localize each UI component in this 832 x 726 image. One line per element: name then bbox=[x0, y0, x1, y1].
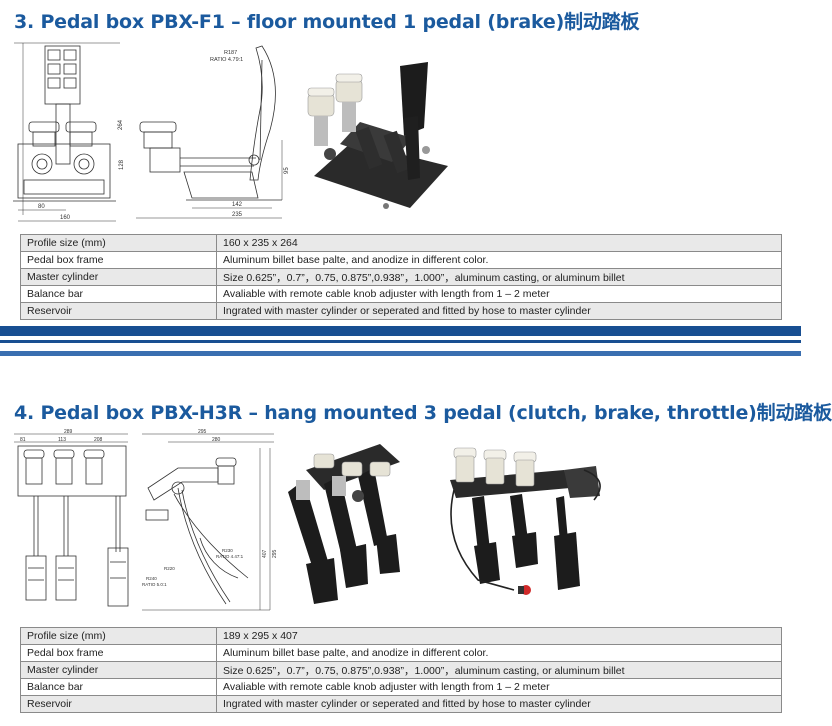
table-row: Profile size (mm) 160 x 235 x 264 bbox=[20, 234, 782, 252]
table-row: Pedal box frame Aluminum billet base pal… bbox=[20, 644, 782, 662]
dim-text: 280 bbox=[212, 437, 221, 443]
spec-value: Avaliable with remote cable knob adjuste… bbox=[216, 678, 782, 696]
pbx-h3r-product-render-alt bbox=[444, 440, 610, 608]
dim-text: RATIO 4.47:1 bbox=[216, 554, 244, 559]
pbx-f1-spec-table: Profile size (mm) 160 x 235 x 264 Pedal … bbox=[20, 234, 782, 320]
table-row: Reservoir Ingrated with master cylinder … bbox=[20, 302, 782, 320]
dim-text: 142 bbox=[232, 202, 243, 208]
pbx-f1-side-drawing: R187 RATIO 4.79:1 95 142 235 bbox=[132, 40, 300, 226]
spec-label: Pedal box frame bbox=[20, 644, 217, 662]
dim-text: RATIO 4.79:1 bbox=[210, 57, 243, 63]
divider-band bbox=[0, 340, 801, 343]
dim-text: 295 bbox=[198, 429, 207, 435]
dim-text: 81 bbox=[20, 437, 26, 443]
spec-label: Balance bar bbox=[20, 285, 217, 303]
table-row: Balance bar Avaliable with remote cable … bbox=[20, 678, 782, 696]
dim-text: 208 bbox=[94, 437, 103, 443]
spec-value: Aluminum billet base palte, and anodize … bbox=[216, 644, 782, 662]
spec-value: Ingrated with master cylinder or seperat… bbox=[216, 302, 782, 320]
dim-text: R220 bbox=[164, 566, 175, 571]
dim-text: RATIO 5.0:1 bbox=[142, 582, 167, 587]
pbx-h3r-front-drawing: 289 81 113 208 bbox=[10, 428, 140, 614]
pbx-h3r-spec-table: Profile size (mm) 189 x 295 x 407 Pedal … bbox=[20, 627, 782, 713]
pbx-h3r-side-drawing: 295 280 R230 RATIO 4.47:1 R240 RATIO 5.0… bbox=[138, 428, 284, 614]
dim-text: 295 bbox=[272, 549, 278, 558]
pbx-f1-product-render bbox=[300, 58, 460, 224]
table-row: Master cylinder Size 0.625”，0.7”，0.75, 0… bbox=[20, 661, 782, 679]
section-title-pbx-h3r: 4. Pedal box PBX-H3R – hang mounted 3 pe… bbox=[14, 402, 832, 424]
dim-text: R230 bbox=[222, 548, 233, 553]
dim-text: 289 bbox=[64, 429, 73, 435]
spec-label: Reservoir bbox=[20, 695, 217, 713]
spec-value: Aluminum billet base palte, and anodize … bbox=[216, 251, 782, 269]
pbx-f1-front-drawing: 264 128 80 160 bbox=[10, 40, 128, 226]
spec-label: Master cylinder bbox=[20, 268, 217, 286]
spec-label: Reservoir bbox=[20, 302, 217, 320]
dim-text: 160 bbox=[60, 215, 71, 221]
section-title-pbx-f1: 3. Pedal box PBX-F1 – floor mounted 1 pe… bbox=[14, 11, 640, 33]
spec-label: Pedal box frame bbox=[20, 251, 217, 269]
divider-band bbox=[0, 351, 801, 356]
dim-text: 235 bbox=[232, 212, 243, 218]
spec-value: Ingrated with master cylinder or seperat… bbox=[216, 695, 782, 713]
spec-value: 160 x 235 x 264 bbox=[216, 234, 782, 252]
dim-text: 264 bbox=[118, 119, 124, 130]
spec-value: Avaliable with remote cable knob adjuste… bbox=[216, 285, 782, 303]
dim-text: 95 bbox=[284, 167, 290, 174]
dim-text: 128 bbox=[119, 159, 125, 170]
spec-label: Master cylinder bbox=[20, 661, 217, 679]
spec-value: 189 x 295 x 407 bbox=[216, 627, 782, 645]
dim-text: R240 bbox=[146, 576, 157, 581]
dim-text: 407 bbox=[262, 549, 268, 558]
table-row: Balance bar Avaliable with remote cable … bbox=[20, 285, 782, 303]
dim-text: 80 bbox=[38, 204, 45, 210]
pbx-h3r-product-render bbox=[284, 440, 416, 608]
divider-band bbox=[0, 326, 801, 336]
table-row: Pedal box frame Aluminum billet base pal… bbox=[20, 251, 782, 269]
spec-label: Profile size (mm) bbox=[20, 627, 217, 645]
spec-label: Profile size (mm) bbox=[20, 234, 217, 252]
spec-label: Balance bar bbox=[20, 678, 217, 696]
dim-text: R187 bbox=[224, 50, 237, 56]
spec-value: Size 0.625”，0.7”，0.75, 0.875”,0.938”，1.0… bbox=[216, 661, 782, 679]
spec-value: Size 0.625”，0.7”，0.75, 0.875”,0.938”，1.0… bbox=[216, 268, 782, 286]
table-row: Reservoir Ingrated with master cylinder … bbox=[20, 695, 782, 713]
table-row: Master cylinder Size 0.625”，0.7”，0.75, 0… bbox=[20, 268, 782, 286]
table-row: Profile size (mm) 189 x 295 x 407 bbox=[20, 627, 782, 645]
dim-text: 113 bbox=[58, 437, 66, 443]
